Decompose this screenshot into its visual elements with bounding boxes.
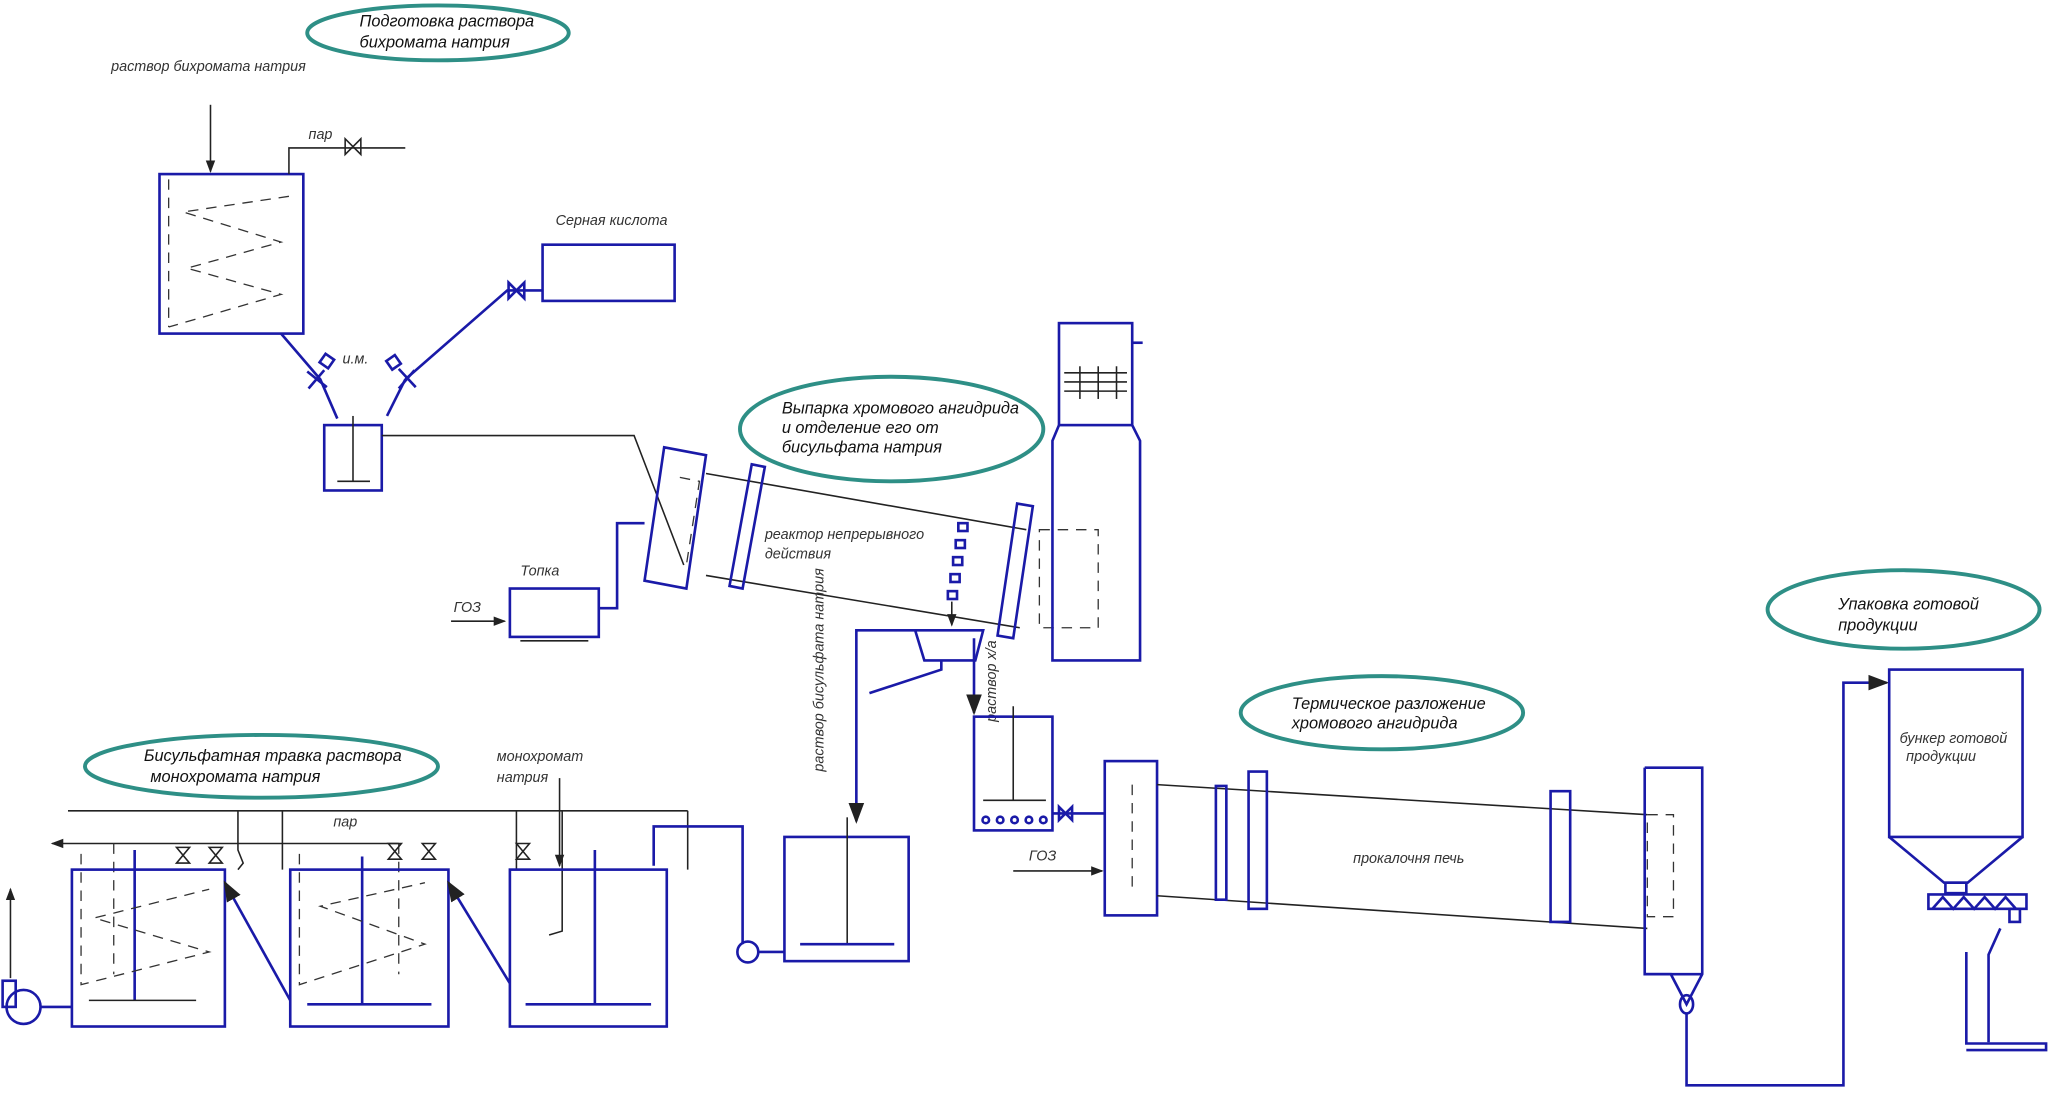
label-steam-bottom: пар [333,814,357,830]
steam-valve-icon[interactable] [344,136,362,157]
stage-pack-line2: продукции [1838,616,1917,634]
stage-prep-line1: Подготовка раствора [360,12,535,30]
stage-evap-line1: Выпарка хромового ангидрида [782,399,1019,417]
label-bisulfate-solution: раствор бисульфата натрия [812,568,828,773]
label-im: и.м. [343,352,369,368]
label-dichromate-solution: раствор бихромата натрия [110,59,306,75]
mixer-tank [322,415,685,566]
acid-valve-icon[interactable] [507,279,526,302]
product-bunker: бункер готовой продукции [1887,668,2048,1052]
rotary-reactor: реактор непрерывного действия [643,445,1099,640]
stage-bisulfate-ellipse: Бисульфатная травка раствора монохромата… [83,732,440,800]
kiln-feed-valve-icon[interactable] [1057,803,1074,824]
label-goz-2: ГОЗ [1029,848,1057,864]
label-reactor-1: реактор непрерывного [764,527,924,543]
label-monochromate-2: натрия [497,770,549,786]
bisulfate-section: монохромат натрия пар [1,749,785,1028]
control-valve-left-icon[interactable] [306,369,328,390]
label-kiln: прокалочня печь [1353,851,1464,867]
control-valve-right-icon[interactable] [397,367,417,390]
separation-column [1051,321,1143,662]
pump-icon [736,940,760,964]
stage-bisulf-line1: Бисульфатная травка раствора [144,747,402,765]
label-reactor-2: действия [765,546,832,562]
stage-bisulf-line2: монохромата натрия [150,768,320,786]
furnace: Топка ГОЗ [451,521,645,642]
stage-prep-ellipse: Подготовка раствора бихромата натрия [305,3,571,63]
ca-solution-tank [972,706,1054,832]
stage-evap-line3: бисульфата натрия [782,439,942,457]
calcination-kiln: ГОЗ прокалочня печь [1013,674,1890,1087]
dichromate-tank: раствор бихромата натрия пар [110,59,406,335]
bisulfate-tank [783,817,910,963]
stage-evap-ellipse: Выпарка хромового ангидрида и отделение … [738,374,1046,484]
steam-valves [174,842,532,864]
label-bunker-1: бункер готовой [1900,731,2008,747]
label-sulfuric-acid: Серная кислота [556,213,668,229]
sulfuric-acid-tank: Серная кислота [404,213,676,381]
label-furnace: Топка [520,563,559,579]
screw-conveyor [1927,893,2028,911]
stage-pack-ellipse: Упаковка готовой продукции [1765,568,2042,651]
label-ca-solution: раствор х/а [984,640,1000,723]
stage-prep-line2: бихромата натрия [360,33,511,51]
label-goz-1: ГОЗ [454,600,482,616]
label-monochromate-1: монохромат [497,749,583,765]
stage-pack-line1: Упаковка готовой [1837,595,1979,613]
stage-thermal-ellipse: Термическое разложение хромового ангидри… [1238,674,1526,752]
stage-thermal-line2: хромового ангидрида [1291,714,1458,732]
label-steam-top: пар [309,127,333,143]
label-bunker-2: продукции [1906,749,1976,765]
stage-thermal-line1: Термическое разложение [1292,695,1486,713]
stage-evap-line2: и отделение его от [782,419,939,437]
